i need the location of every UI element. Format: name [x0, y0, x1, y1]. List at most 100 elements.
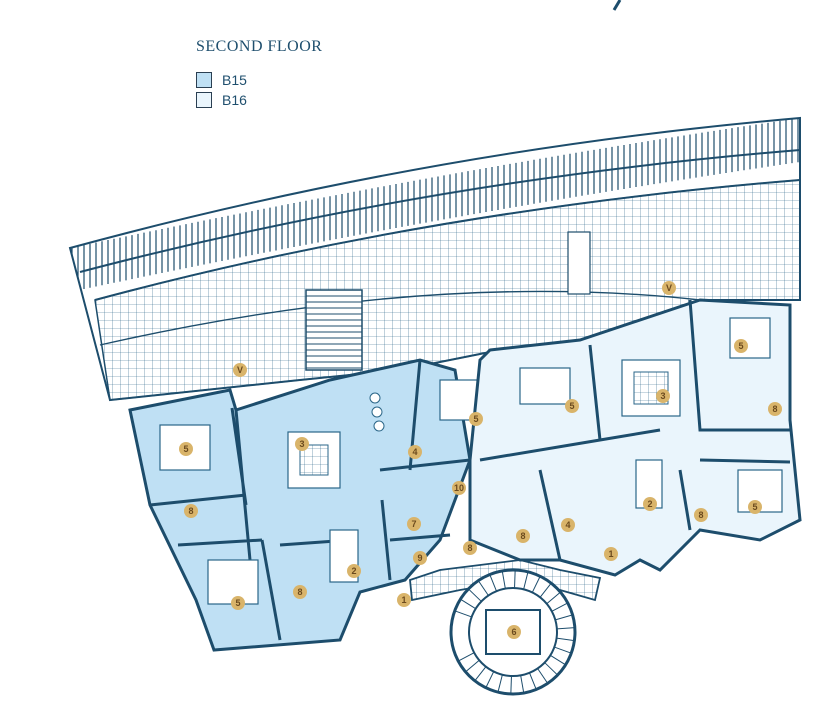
badge-label: 1	[401, 595, 406, 605]
room-badge: 5	[748, 500, 762, 514]
room-badge: 8	[463, 541, 477, 555]
room-badge: 5	[734, 339, 748, 353]
badge-label: 1	[608, 549, 613, 559]
badge-label: V	[237, 365, 243, 375]
legend-item-b15: B15	[196, 70, 247, 90]
badge-label: 5	[569, 401, 574, 411]
stair-step	[454, 610, 472, 618]
badge-circle	[408, 445, 422, 459]
stair-step	[460, 598, 476, 610]
stair-step	[485, 671, 495, 688]
badge-label: V	[666, 283, 672, 293]
badge-label: 8	[520, 531, 525, 541]
badge-label: 7	[411, 519, 416, 529]
badge-circle	[452, 481, 466, 495]
stair-step	[531, 576, 541, 593]
terrace-stair	[305, 289, 363, 371]
stair-step	[551, 602, 568, 612]
room-badge: 8	[768, 402, 782, 416]
badge-label: 8	[467, 543, 472, 553]
badge-label: 5	[183, 444, 188, 454]
badge-label: 3	[299, 439, 304, 449]
badge-circle	[413, 551, 427, 565]
stair-step	[554, 646, 572, 654]
badge-circle	[407, 517, 421, 531]
badge-label: 6	[511, 627, 516, 637]
terrace	[68, 116, 801, 402]
room-badge: 2	[643, 497, 657, 511]
room-badge: 1	[397, 593, 411, 607]
stair-step	[474, 666, 487, 682]
bed-4	[519, 367, 571, 405]
landing	[409, 559, 602, 696]
badge-circle	[347, 564, 361, 578]
room-badge: 5	[565, 399, 579, 413]
badge-circle	[293, 585, 307, 599]
stair-step	[468, 588, 482, 602]
room-badge: 4	[408, 445, 422, 459]
railing-balusters	[71, 118, 799, 292]
stair-step	[477, 580, 489, 596]
room-badge: 2	[347, 564, 361, 578]
badge-circle	[516, 529, 530, 543]
stair-step	[556, 637, 575, 642]
stair-step	[556, 627, 575, 630]
badge-circle	[656, 389, 670, 403]
stair-step	[514, 570, 516, 589]
badge-circle	[748, 500, 762, 514]
badge-label: 9	[417, 553, 422, 563]
floor-title: SECOND FLOOR	[196, 38, 323, 55]
bed-5	[729, 317, 771, 359]
badge-circle	[184, 504, 198, 518]
room-badge: 3	[295, 437, 309, 451]
room-badge: 7	[407, 517, 421, 531]
legend-swatch-b15	[196, 72, 212, 88]
stair-step	[529, 672, 537, 690]
badge-circle	[397, 593, 411, 607]
badge-circle	[233, 363, 247, 377]
legend-item-b16: B16	[196, 90, 247, 110]
stair-step	[510, 675, 512, 694]
stair-step	[550, 654, 566, 666]
badge-label: 3	[660, 391, 665, 401]
stair-step	[520, 675, 525, 694]
badge-circle	[507, 625, 521, 639]
room-badge: 3	[656, 389, 670, 403]
stair-step	[501, 570, 506, 589]
stair-step	[489, 574, 497, 592]
apartment-b15	[128, 358, 481, 652]
room-badge: 10	[452, 481, 466, 495]
badge-circle	[561, 518, 575, 532]
badge-label: 5	[473, 414, 478, 424]
stair-step	[539, 582, 552, 598]
legend-label-b15: B15	[222, 72, 247, 88]
stair-step	[458, 652, 475, 662]
badge-label: 5	[235, 598, 240, 608]
room-badge: 5	[231, 596, 245, 610]
badge-label: 5	[752, 502, 757, 512]
stair-step	[546, 591, 561, 605]
room-badge: V	[233, 363, 247, 377]
bar-stools	[369, 392, 385, 432]
badge-circle	[604, 547, 618, 561]
room-badge: 5	[469, 412, 483, 426]
stair-step	[465, 659, 480, 673]
plan-fragment	[612, 0, 622, 11]
badge-label: 8	[297, 587, 302, 597]
room-badge: 8	[184, 504, 198, 518]
badge-label: 10	[454, 483, 464, 493]
terrace-stair-right	[567, 231, 591, 295]
badge-circle	[643, 497, 657, 511]
badge-circle	[179, 442, 193, 456]
stair-step	[523, 571, 529, 590]
bed-2	[207, 559, 259, 605]
badge-circle	[734, 339, 748, 353]
room-badge: 5	[179, 442, 193, 456]
room-badge: 8	[293, 585, 307, 599]
badge-circle	[469, 412, 483, 426]
badge-label: 8	[772, 404, 777, 414]
legend: B15 B16	[196, 70, 247, 110]
badge-label: 2	[647, 499, 652, 509]
